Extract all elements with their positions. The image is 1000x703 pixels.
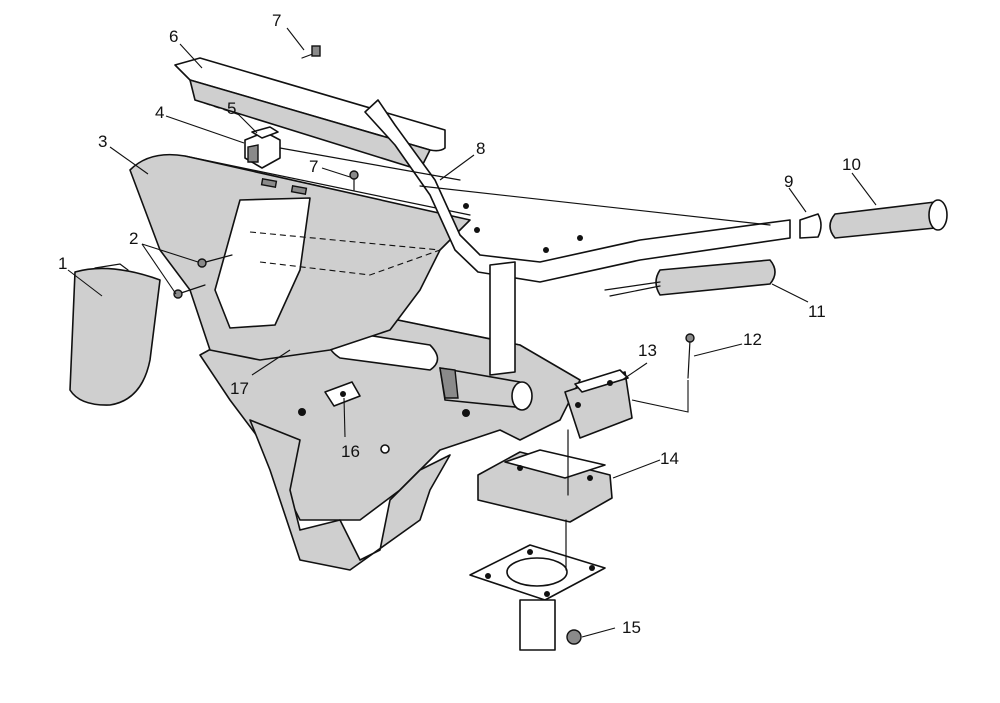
part-9-end-cap (799, 213, 822, 239)
callout-17: 17 (230, 379, 249, 398)
part-16-switch (324, 381, 361, 407)
part-12-bolt (685, 333, 695, 379)
callout-7-top: 7 (272, 11, 282, 30)
part-2-screws (173, 254, 233, 299)
part-3-cowl-opening (214, 197, 311, 329)
callout-10: 10 (842, 155, 861, 174)
part-14-lower-clamp (477, 449, 613, 523)
callout-13: 13 (638, 341, 657, 360)
callout-9: 9 (784, 172, 794, 191)
callout-8: 8 (476, 139, 486, 158)
callout-15: 15 (622, 618, 641, 637)
callout-16: 16 (341, 442, 360, 461)
callout-5: 5 (227, 99, 237, 118)
callout-7-mid: 7 (309, 157, 319, 176)
part-13-upper-clamp (564, 369, 633, 439)
part-7-screw-mid (349, 170, 359, 191)
callout-11: 11 (808, 302, 826, 321)
callout-2: 2 (129, 229, 139, 248)
part-1-lens (69, 267, 161, 406)
part-4-switch-housing (244, 126, 281, 169)
part-7-screw-top (301, 45, 321, 59)
part-15-nut (566, 629, 582, 645)
callout-6: 6 (169, 27, 179, 46)
callout-14: 14 (660, 449, 679, 468)
callout-1: 1 (58, 254, 68, 273)
steering-post (439, 261, 533, 411)
callout-4: 4 (155, 103, 165, 122)
mounting-plate (469, 544, 606, 651)
part-11-throttle-grip (604, 259, 776, 297)
part-10-grip (829, 199, 948, 239)
callout-3: 3 (98, 132, 108, 151)
part-3-cowl-top-edge (184, 155, 471, 216)
part-17-body-underside (249, 419, 451, 571)
part-8-handlebar (364, 99, 791, 283)
callout-12: 12 (743, 330, 762, 349)
